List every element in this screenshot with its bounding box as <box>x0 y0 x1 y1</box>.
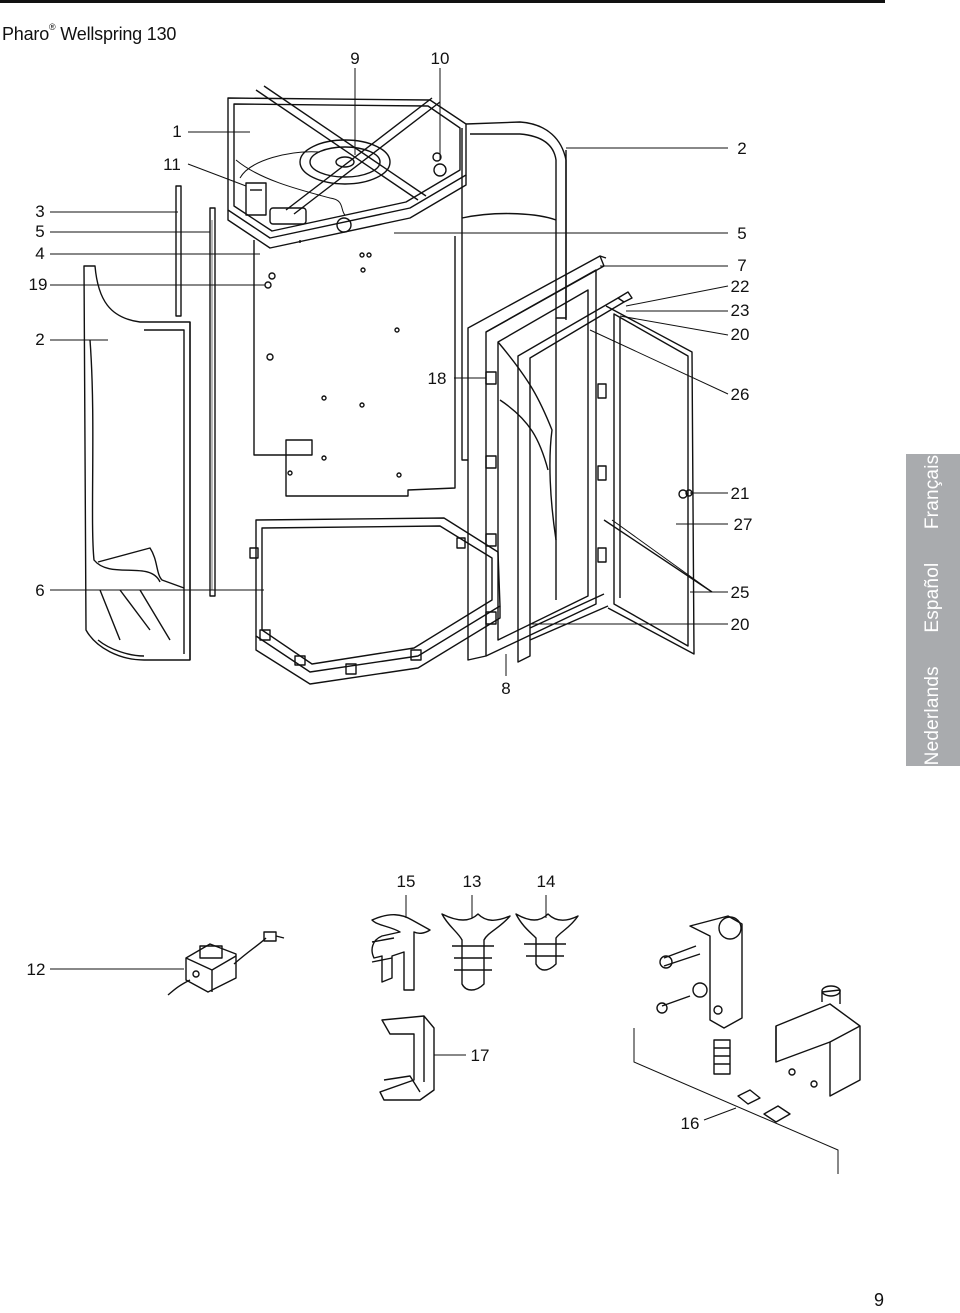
callout-8: 8 <box>501 679 510 698</box>
header-rule <box>0 0 885 3</box>
callout-1: 1 <box>172 122 181 141</box>
callout-16: 16 <box>681 1114 700 1133</box>
callout-27: 27 <box>734 515 753 534</box>
callout-12: 12 <box>27 960 46 979</box>
door-leaf <box>517 291 713 663</box>
callout-4: 4 <box>35 244 44 263</box>
callout-labels: 9 10 1 11 2 3 5 4 19 2 5 7 22 23 20 26 1… <box>27 49 753 1133</box>
language-espanol: Español <box>922 562 943 633</box>
page-title: Pharo® Wellspring 130 <box>2 22 177 44</box>
language-francais: Français <box>922 454 943 530</box>
callout-18: 18 <box>428 369 447 388</box>
callout-6: 6 <box>35 581 44 600</box>
language-tab: Nederlands Español Français <box>906 454 960 766</box>
door-frame <box>467 255 607 661</box>
callout-26: 26 <box>731 385 750 404</box>
clip-part <box>379 1015 466 1101</box>
callout-21: 21 <box>731 484 750 503</box>
curved-wall-left <box>83 265 191 661</box>
wall-profiles <box>175 185 216 597</box>
callout-20-bottom: 20 <box>731 615 750 634</box>
callout-5-left: 5 <box>35 222 44 241</box>
callout-14: 14 <box>537 872 556 891</box>
callout-7: 7 <box>737 256 746 275</box>
callout-20-top: 20 <box>731 325 750 344</box>
callout-2-right: 2 <box>737 139 746 158</box>
callout-15: 15 <box>397 872 416 891</box>
callout-3: 3 <box>35 202 44 221</box>
callout-23: 23 <box>731 301 750 320</box>
callout-25: 25 <box>731 583 750 602</box>
roof-unit <box>227 85 467 249</box>
callout-2-left: 2 <box>35 330 44 349</box>
callout-22: 22 <box>731 277 750 296</box>
callout-11: 11 <box>163 155 181 174</box>
callout-17: 17 <box>471 1046 490 1065</box>
shower-tray <box>249 517 501 685</box>
callout-19: 19 <box>29 275 48 294</box>
seal-profiles <box>371 895 579 991</box>
bracket-kit <box>633 915 861 1174</box>
back-wall-panel <box>253 236 456 497</box>
callout-9: 9 <box>350 49 359 68</box>
callout-10: 10 <box>431 49 450 68</box>
language-nederlands: Nederlands <box>922 666 943 766</box>
page-number: 9 <box>874 1290 885 1310</box>
door-handle-icon <box>678 489 688 499</box>
leader-lines <box>50 68 729 676</box>
callout-13: 13 <box>463 872 482 891</box>
curved-wall-right <box>461 121 567 600</box>
callout-5-right: 5 <box>737 224 746 243</box>
transformer-part <box>50 931 285 996</box>
